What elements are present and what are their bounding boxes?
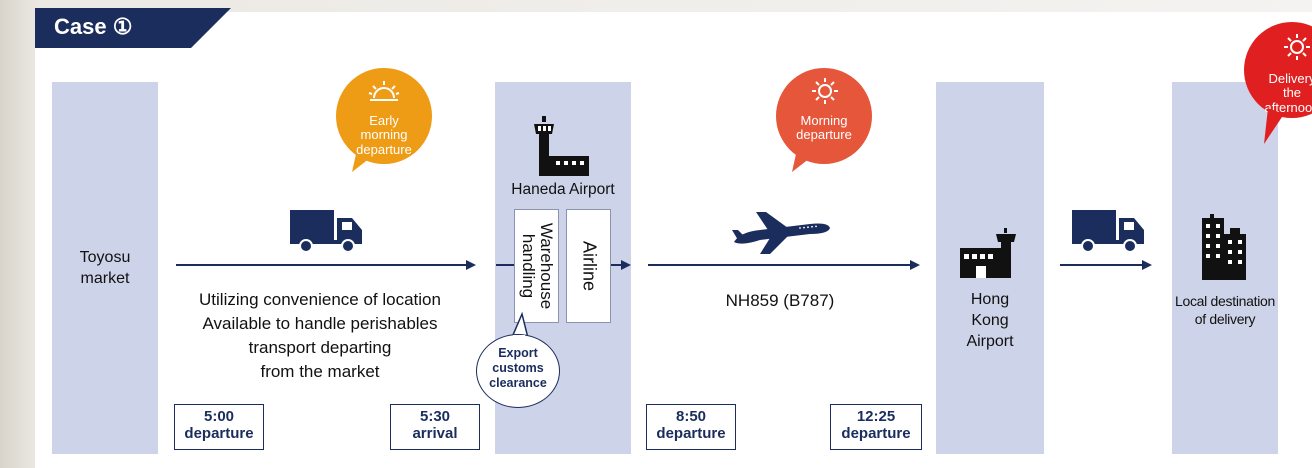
airport-building-icon [960, 228, 1016, 278]
connector-line [611, 264, 621, 266]
warehouse-handling-box: Warehouse handling [514, 209, 559, 323]
control-tower-icon [534, 116, 589, 176]
case-tab [35, 8, 231, 48]
time-value: 5:00 [203, 408, 235, 425]
flight-number: NH859 (B787) [725, 291, 835, 310]
buildings-icon [1202, 214, 1246, 280]
sun-icon [1284, 34, 1310, 60]
early-badge-tail [352, 154, 370, 172]
airline-label: Airline [578, 240, 599, 292]
time-label: arrival [412, 425, 458, 442]
connector-arrow [621, 260, 631, 270]
time-value: 8:50 [675, 408, 707, 425]
sunrise-icon [368, 81, 400, 101]
truck-note: Utilizing convenience of location Availa… [160, 288, 480, 384]
haneda-label: Haneda Airport [511, 181, 615, 198]
warehouse-handling-label: Warehouse handling [518, 222, 556, 310]
time-label: departure [841, 425, 911, 442]
sun-icon [812, 78, 838, 104]
truck-note-line: Available to handle perishables [202, 314, 438, 333]
column-origin [52, 82, 158, 454]
truck-icon [1072, 210, 1144, 253]
airplane-icon [732, 212, 830, 254]
delivery-text: Delivery the afternoon [1264, 71, 1312, 115]
time-label: departure [656, 425, 726, 442]
morning-departure-badge: Morning departure [776, 68, 872, 164]
morning-badge-tail [792, 154, 810, 172]
hongkong-label: Hong Kong Airport [966, 291, 1014, 350]
customs-bubble [476, 334, 560, 408]
customs-text: Export customs clearance [489, 346, 547, 390]
truck-note-line: from the market [260, 362, 380, 381]
delivery-badge-tail [1264, 108, 1284, 144]
time-box: 8:50 departure [646, 404, 736, 450]
delivery-route-arrow [1142, 260, 1152, 270]
truck-note-line: transport departing [248, 338, 392, 357]
destination-label: Local destination of delivery [1175, 293, 1275, 328]
early-departure-text: Early morning departure [356, 113, 412, 157]
truck-note-line: Utilizing convenience of location [199, 290, 441, 309]
delivery-badge: Delivery the afternoon [1244, 22, 1312, 118]
truck-icon [290, 210, 362, 253]
truck-route-line [176, 264, 468, 266]
flight-route-line [648, 264, 912, 266]
time-value: 5:30 [419, 408, 451, 425]
early-departure-badge: Early morning departure [336, 68, 432, 164]
case-label: Case ① [54, 14, 133, 39]
morning-departure-text: Morning departure [796, 113, 852, 143]
origin-label: Toyosu market [79, 249, 131, 287]
time-value: 12:25 [856, 408, 896, 425]
truck-route-arrow [466, 260, 476, 270]
connector-line [496, 264, 514, 266]
time-label: departure [184, 425, 254, 442]
airline-box: Airline [566, 209, 611, 323]
time-box: 5:00 departure [174, 404, 264, 450]
delivery-route-line [1060, 264, 1144, 266]
time-box: 12:25 departure [830, 404, 922, 450]
flight-route-arrow [910, 260, 920, 270]
customs-bubble-tail-cover [513, 335, 525, 341]
time-box: 5:30 arrival [390, 404, 480, 450]
